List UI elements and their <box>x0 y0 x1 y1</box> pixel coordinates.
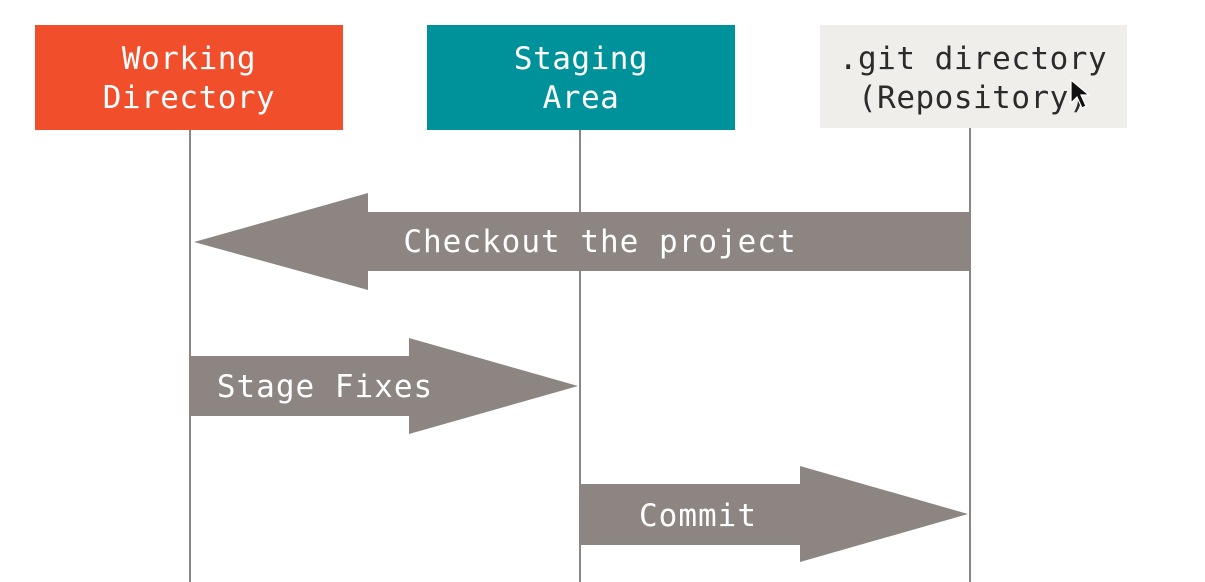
staging-area-label-line2: Area <box>543 80 620 116</box>
stage-fixes-arrow: Stage Fixes <box>191 338 578 434</box>
stage-fixes-arrow-label: Stage Fixes <box>217 369 433 405</box>
checkout-arrow-label: Checkout the project <box>403 224 796 260</box>
mouse-pointer-icon <box>1070 78 1091 109</box>
commit-arrow-shape <box>581 466 968 562</box>
repository-label-line1: .git directory <box>839 41 1107 77</box>
stage-fixes-arrow-shape <box>191 338 578 434</box>
commit-arrow: Commit <box>581 466 968 562</box>
working-directory-label-line2: Directory <box>103 80 275 116</box>
staging-area-box-bg <box>427 25 735 130</box>
repository-box: .git directory (Repository) <box>820 25 1127 128</box>
working-directory-box: Working Directory <box>35 25 343 130</box>
working-directory-box-bg <box>35 25 343 130</box>
checkout-arrow-shape <box>194 193 970 290</box>
repository-box-bg <box>820 25 1127 128</box>
repository-label-line2: (Repository) <box>858 80 1088 116</box>
commit-arrow-label: Commit <box>639 498 757 534</box>
checkout-arrow: Checkout the project <box>194 193 970 290</box>
working-directory-label-line1: Working <box>122 41 256 77</box>
staging-area-box: Staging Area <box>427 25 735 130</box>
staging-area-label-line1: Staging <box>514 41 648 77</box>
